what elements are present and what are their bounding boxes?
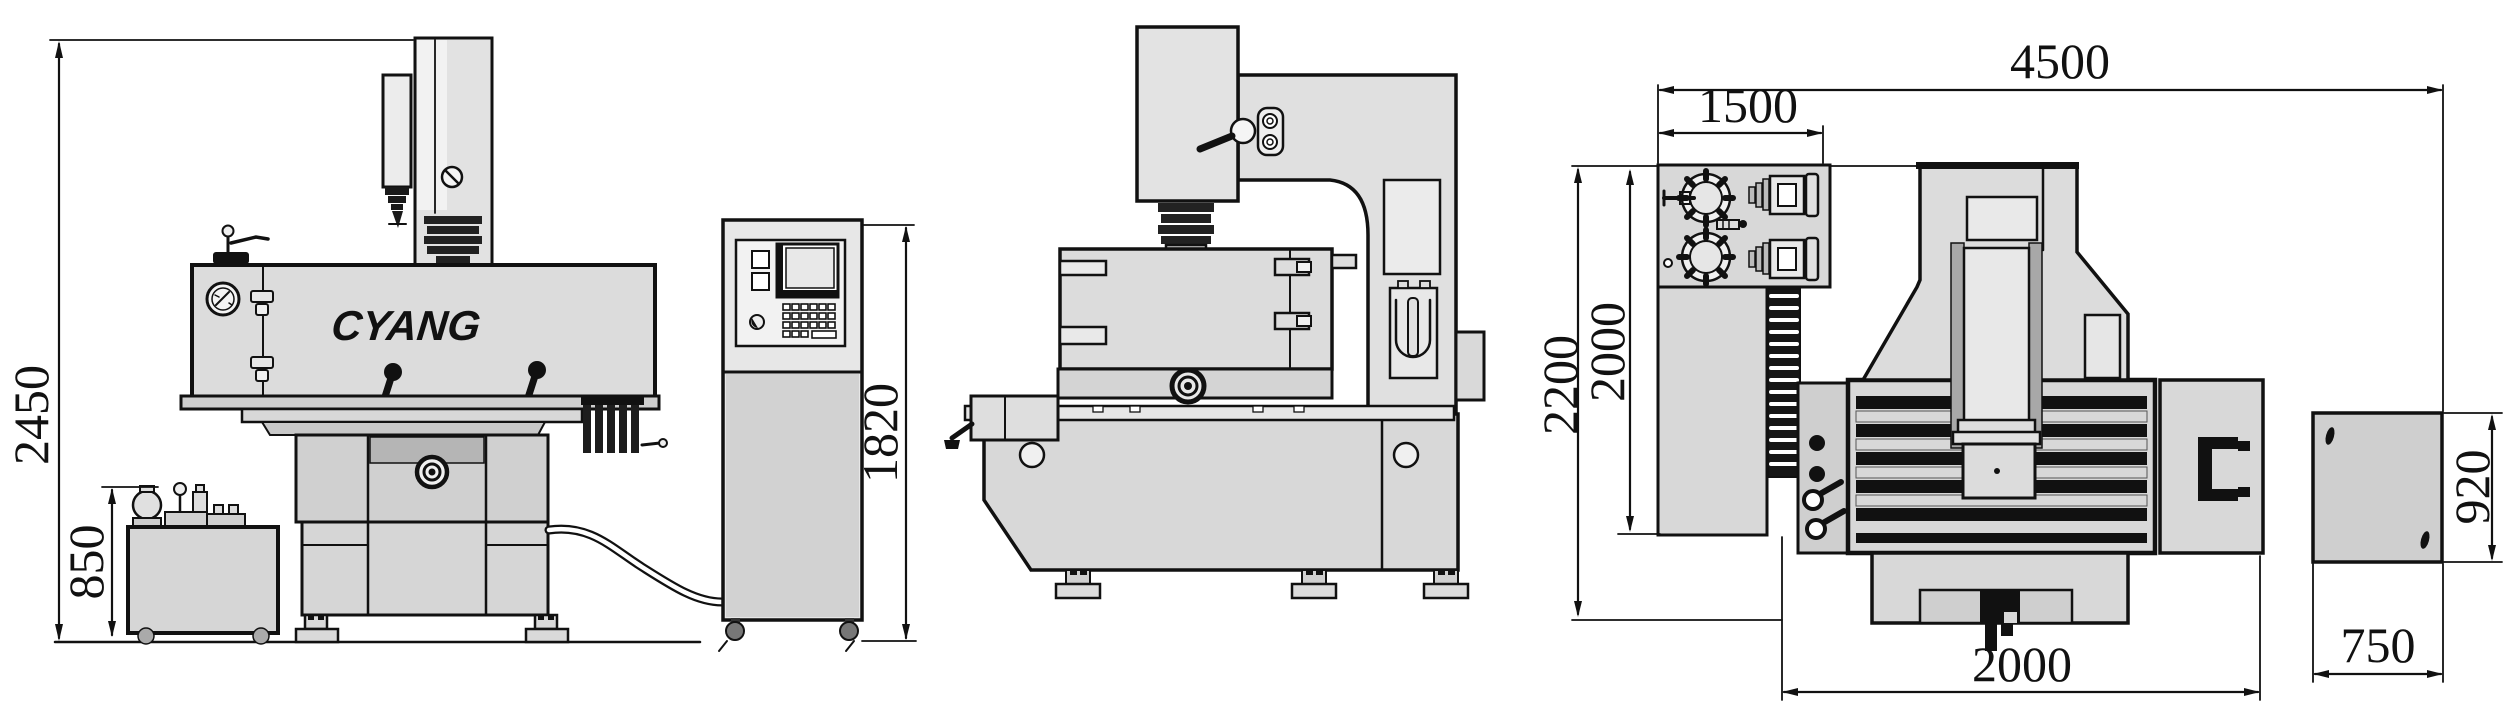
valve-assembly-icon (1748, 172, 1820, 218)
side-attachment (944, 394, 1060, 449)
bottom-tank-plan (1870, 551, 2130, 651)
handwheel-icon (414, 454, 450, 490)
ram-rail (2028, 242, 2043, 449)
dielectric-hose (544, 524, 727, 607)
base-hole-icon (1018, 441, 1046, 469)
dim-label-2000-width: 2000 (1972, 636, 2072, 692)
dimension-front-tank-height: 850 (58, 486, 159, 637)
dim-label-1500: 1500 (1698, 77, 1798, 133)
dim-label-2450: 2450 (3, 365, 59, 465)
dimension-filter-unit-width: 1500 (1658, 77, 1824, 164)
x-rail (963, 404, 1456, 422)
dim-label-2000-depth: 2000 (1579, 302, 1635, 402)
keypad (782, 303, 837, 339)
machine-base-front (179, 394, 727, 644)
pressure-gauge-icon (205, 281, 241, 317)
table-pallet (1961, 442, 2037, 500)
caster-wheel-icon (718, 618, 859, 652)
ram-rail (1950, 242, 1965, 449)
work-tank: CYANG (190, 224, 657, 407)
plan-view: 4500 1500 2200 2000 (1532, 33, 2503, 701)
bed-block-plan (1656, 285, 1769, 537)
dimension-plan-overall-depth: 2200 (1532, 167, 1783, 621)
dim-label-750: 750 (2341, 617, 2416, 673)
base-hole-icon (1392, 441, 1420, 469)
panel-button (751, 250, 770, 269)
column-rear-box (1454, 330, 1486, 402)
filter-canister-icon (1676, 227, 1736, 287)
front-view: 2450 (3, 36, 917, 652)
dimension-cabinet-width: 750 (2312, 563, 2444, 683)
dimension-table-width: 2000 (1781, 536, 2261, 701)
panel-button (751, 272, 770, 291)
dimension-plan-overall-width: 4500 (1657, 33, 2444, 412)
table-right-extension (2158, 378, 2265, 555)
x-axis-bellows-plan (1767, 288, 1801, 478)
column-lower-inset (1388, 280, 1439, 380)
cabinet-footprint-plan (2311, 411, 2444, 564)
control-cabinet: 1820 (718, 218, 917, 652)
handwheel-icon (1169, 367, 1207, 405)
dimension-front-overall-height: 2450 (3, 39, 414, 641)
dim-label-850: 850 (58, 525, 114, 600)
leveling-foot-icon (294, 613, 570, 644)
work-tank-side (1058, 247, 1358, 371)
column-assembly-plan (1859, 162, 2130, 500)
filter-unit-panel (1656, 163, 1832, 289)
spindle-head (1135, 25, 1240, 203)
button-plate-icon (1256, 106, 1285, 157)
dim-label-920: 920 (2444, 450, 2500, 525)
quill (381, 73, 413, 189)
pump-motor-icon (131, 489, 163, 521)
column-side-panel (1382, 178, 1442, 276)
tank-wheel-icon (252, 627, 270, 645)
brand-logo: CYANG (329, 302, 482, 349)
tank-wheel-icon (137, 627, 155, 645)
edge-clamp-icon (2198, 437, 2250, 501)
dielectric-tank-unit: 850 (58, 482, 280, 645)
door-hinge-icon (250, 290, 274, 382)
dimension-cabinet-depth: 920 (2443, 412, 2503, 563)
table-clamp-strip (1796, 381, 1850, 555)
head-knob-icon (1229, 117, 1257, 145)
dim-label-2200: 2200 (1532, 335, 1588, 435)
leveling-foot-icon (1054, 569, 1470, 600)
crt-screen (775, 242, 840, 299)
dimension-plan-bed-depth: 2000 (1579, 169, 1661, 535)
filter-canister-icon (1676, 168, 1736, 228)
spindle-column (381, 36, 494, 292)
clamp-knob-icon (1802, 479, 1847, 540)
axis-bellows-front (581, 396, 668, 453)
valve-assembly-icon (1748, 236, 1820, 282)
dimension-cabinet-height: 1820 (852, 224, 917, 642)
dim-label-1820: 1820 (852, 383, 908, 483)
ram-body (1962, 246, 2031, 426)
side-view (944, 25, 1486, 600)
dim-label-4500: 4500 (2010, 33, 2110, 89)
